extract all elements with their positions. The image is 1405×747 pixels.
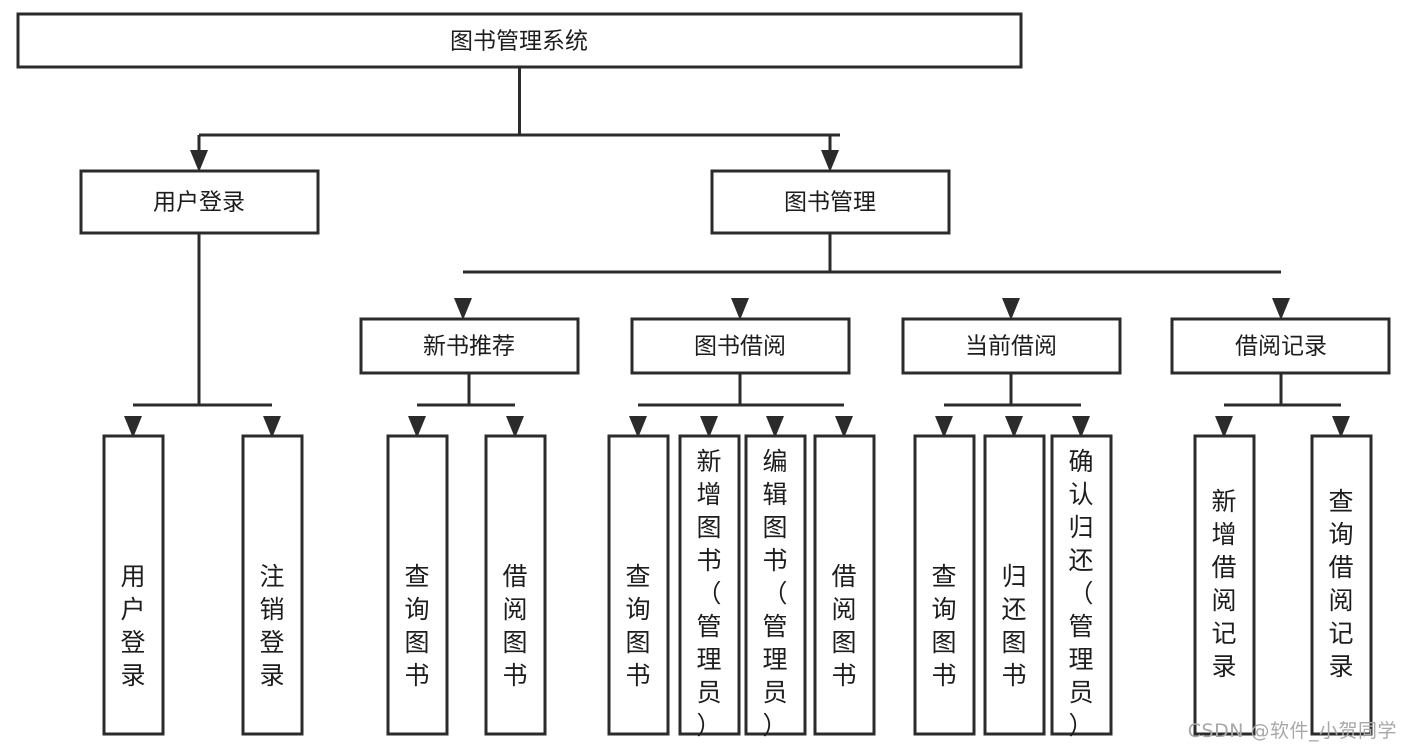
arrow-to-borrow-record [1272,298,1290,320]
node-leaf-return-book[interactable]: 归还图书 [983,434,1046,736]
node-leaf-confirm-return-label: 确认归还（管理员） [1068,447,1093,740]
node-leaf-user-login-label: 用户登录 [120,562,145,690]
node-new-book-rec-label: 新书推荐 [423,334,515,360]
node-current-borrow-label: 当前借阅 [965,334,1057,360]
node-leaf-return-book-box[interactable] [983,434,1046,736]
node-leaf-edit-book-box[interactable] [744,434,807,736]
node-leaf-confirm-return[interactable]: 确认归还（管理员） [1050,434,1113,740]
node-leaf-return-book-label: 归还图书 [1001,562,1026,690]
node-book-borrow-label: 图书借阅 [694,334,786,360]
node-current-borrow-box[interactable] [901,317,1122,375]
node-new-book-rec[interactable]: 新书推荐 [359,317,580,375]
node-leaf-query-record-label: 查询借阅记录 [1328,487,1353,681]
node-user-login-label: 用户登录 [153,190,245,216]
node-leaf-add-book[interactable]: 新增图书（管理员） [678,434,741,740]
arrow-to-user-login [190,150,208,172]
node-leaf-add-record-box[interactable] [1193,434,1256,736]
node-leaf-add-record-label: 新增借阅记录 [1211,487,1236,681]
node-leaf-borrow-book-2[interactable]: 借阅图书 [813,434,876,736]
node-leaf-add-book-box[interactable] [678,434,741,736]
node-leaf-query-book-3-label: 查询图书 [931,562,956,690]
node-root[interactable]: 图书管理系统 [16,12,1023,69]
node-new-book-rec-box[interactable] [359,317,580,375]
node-book-manage-label: 图书管理 [784,190,876,216]
node-leaf-query-book-2[interactable]: 查询图书 [607,434,670,736]
node-leaf-user-login[interactable]: 用户登录 [102,434,165,736]
node-leaf-query-book-1-box[interactable] [386,434,449,736]
node-leaf-borrow-book-2-box[interactable] [813,434,876,736]
node-leaf-query-record[interactable]: 查询借阅记录 [1310,434,1373,736]
node-leaf-borrow-book-1-box[interactable] [484,434,547,736]
arrow-to-book-manage [821,150,839,172]
node-user-login-box[interactable] [79,169,320,235]
node-leaf-user-logout[interactable]: 注销登录 [241,434,304,736]
node-leaf-query-book-1-label: 查询图书 [404,562,429,690]
node-current-borrow[interactable]: 当前借阅 [901,317,1122,375]
node-leaf-add-book-label: 新增图书（管理员） [696,447,721,740]
node-leaf-query-book-1[interactable]: 查询图书 [386,434,449,736]
csdn-watermark: CSDN @软件_小贺同学 [1187,720,1397,742]
node-leaf-query-book-2-box[interactable] [607,434,670,736]
node-leaf-confirm-return-box[interactable] [1050,434,1113,736]
arrow-to-current-borrow [1002,298,1020,320]
node-book-borrow-box[interactable] [630,317,851,375]
node-leaf-user-logout-label: 注销登录 [259,562,284,690]
node-borrow-record-box[interactable] [1170,317,1391,375]
node-leaf-user-login-box[interactable] [102,434,165,736]
node-leaf-borrow-book-1-label: 借阅图书 [502,562,527,690]
edges-layer [124,67,1350,438]
node-leaf-query-book-2-label: 查询图书 [625,562,650,690]
node-leaf-query-book-3[interactable]: 查询图书 [913,434,976,736]
node-leaf-edit-book-label: 编辑图书（管理员） [762,447,787,740]
node-borrow-record[interactable]: 借阅记录 [1170,317,1391,375]
arrow-to-book-borrow [731,298,749,320]
arrow-to-new-book-rec [454,298,472,320]
node-leaf-borrow-book-2-label: 借阅图书 [831,562,856,690]
node-user-login[interactable]: 用户登录 [79,169,320,235]
node-book-manage-box[interactable] [710,169,951,235]
node-root-box[interactable] [16,12,1023,69]
node-book-borrow[interactable]: 图书借阅 [630,317,851,375]
node-leaf-borrow-book-1[interactable]: 借阅图书 [484,434,547,736]
node-book-manage[interactable]: 图书管理 [710,169,951,235]
node-leaf-query-record-box[interactable] [1310,434,1373,736]
node-leaf-add-record[interactable]: 新增借阅记录 [1193,434,1256,736]
node-leaf-edit-book[interactable]: 编辑图书（管理员） [744,434,807,740]
node-leaf-query-book-3-box[interactable] [913,434,976,736]
node-borrow-record-label: 借阅记录 [1235,334,1327,360]
node-leaf-user-logout-box[interactable] [241,434,304,736]
node-root-label: 图书管理系统 [450,29,588,55]
